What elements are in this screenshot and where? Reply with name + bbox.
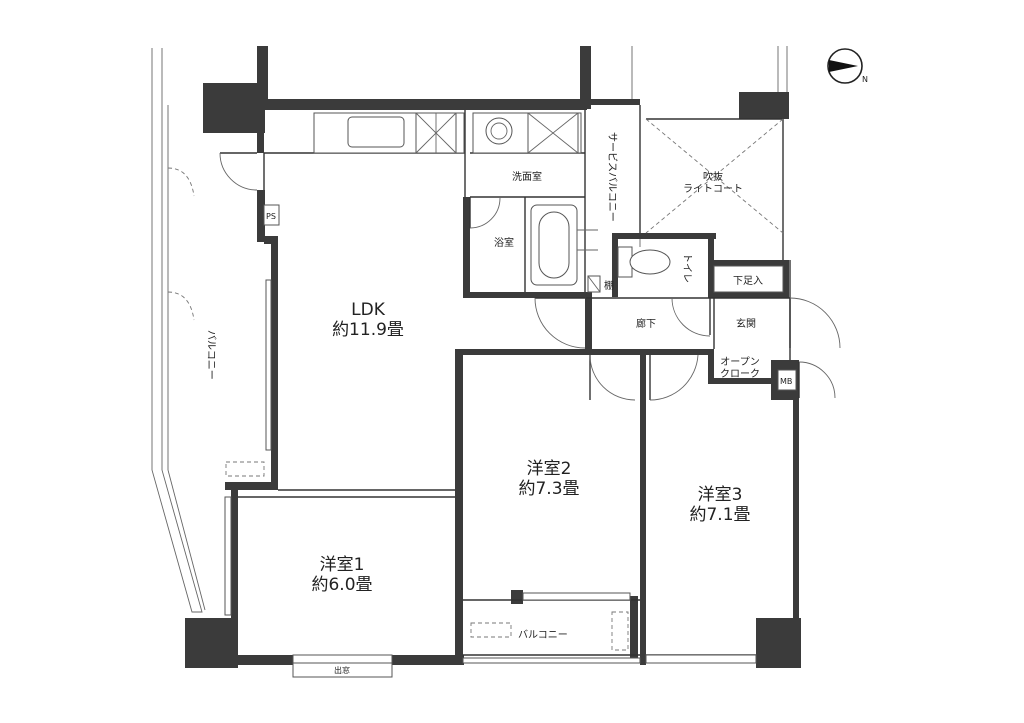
windows xyxy=(224,279,757,678)
hallway-label: 廊下 xyxy=(636,317,656,330)
washroom-fixtures xyxy=(472,112,582,154)
doors xyxy=(219,152,841,651)
shelf-label: 棚 xyxy=(604,279,614,292)
room1-name: 洋室1 xyxy=(320,555,365,575)
washroom-label: 洗面室 xyxy=(512,170,542,183)
light-court xyxy=(645,118,784,234)
bathtub xyxy=(530,204,598,286)
room2-size: 約7.3畳 xyxy=(518,479,579,499)
bay-window-label: 出窓 xyxy=(334,665,350,675)
service-balcony-label: サービスバルコニー xyxy=(606,132,618,222)
bath-label: 浴室 xyxy=(494,236,514,249)
balcony-south-label: バルコニー xyxy=(518,629,568,641)
lightcourt-label-1: 吹抜 xyxy=(703,170,723,183)
open-closet-label-2: クローク xyxy=(720,368,760,380)
west-balcony-outline xyxy=(151,48,265,613)
compass-north-label: N xyxy=(862,75,868,84)
entrance-label: 玄関 xyxy=(736,317,756,330)
shoe-storage-label: 下足入 xyxy=(733,275,763,287)
room2-name: 洋室2 xyxy=(527,459,572,479)
toilet-fixture xyxy=(587,239,671,293)
open-closet-label-1: オープン xyxy=(720,356,759,368)
ldk-size: 約11.9畳 xyxy=(332,320,404,340)
room3-size: 約7.1畳 xyxy=(689,505,750,525)
ldk-name: LDK xyxy=(351,300,386,320)
lightcourt-label-2: ライトコート xyxy=(683,183,743,195)
kitchen-counter xyxy=(313,112,465,154)
walls xyxy=(185,46,801,668)
balcony-west-label: バルコニー xyxy=(205,330,217,380)
shoe-storage xyxy=(713,265,784,293)
ps-label: PS xyxy=(266,212,276,221)
mb-box xyxy=(777,369,797,391)
compass: N xyxy=(827,48,868,84)
toilet-label: トイレ xyxy=(681,253,692,283)
mb-label: MB xyxy=(780,377,792,386)
ps-box xyxy=(263,204,280,226)
room3-name: 洋室3 xyxy=(698,485,743,505)
room1-size: 約6.0畳 xyxy=(311,575,372,595)
